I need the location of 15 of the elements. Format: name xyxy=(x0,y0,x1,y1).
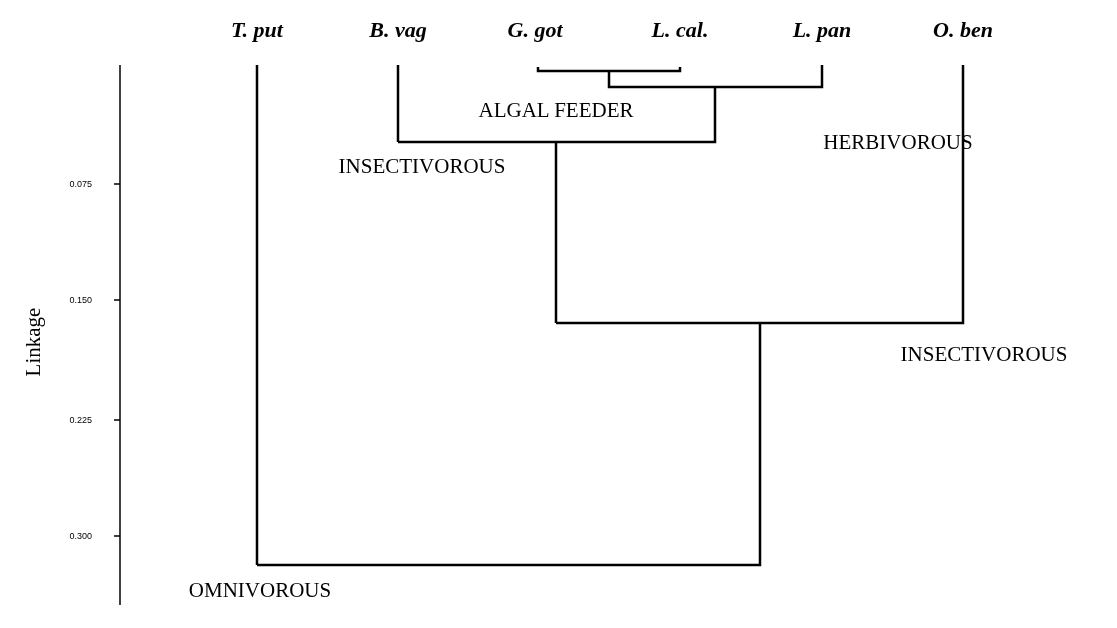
tick-label: 0.225 xyxy=(69,415,92,425)
species-label: G. got xyxy=(507,19,563,41)
tick-label: 0.075 xyxy=(69,179,92,189)
tick-label: 0.150 xyxy=(69,295,92,305)
axis-title: Linkage xyxy=(22,307,44,377)
species-label: O. ben xyxy=(933,19,993,41)
diet-label: ALGAL FEEDER xyxy=(478,99,634,121)
species-label: B. vag xyxy=(369,19,427,41)
tick-label: 0.300 xyxy=(69,531,92,541)
species-label: T. put xyxy=(231,19,283,41)
species-label: L. cal. xyxy=(651,19,709,41)
diet-label: INSECTIVOROUS xyxy=(338,155,506,177)
diet-label: INSECTIVOROUS xyxy=(900,343,1068,365)
species-label: L. pan xyxy=(792,19,852,41)
diet-label: OMNIVOROUS xyxy=(188,579,332,601)
